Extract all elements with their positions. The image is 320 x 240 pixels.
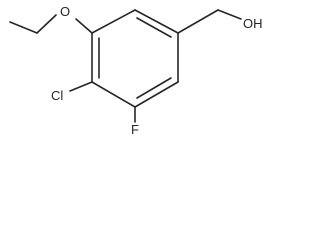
ring-double-bond-1	[136, 17, 172, 38]
oxygen-to-ch2-bond	[36, 14, 57, 34]
molecule-diagram: O Cl F OH	[9, 4, 263, 137]
ring-to-chlorine-bond	[69, 81, 93, 92]
ch2-to-oh-bond	[217, 9, 242, 20]
ring-to-ch2-bond	[177, 9, 219, 34]
ring-bond-3	[134, 81, 179, 108]
ring-to-oxygen-bond	[75, 18, 93, 34]
chloro-group: Cl	[51, 81, 93, 103]
structure-canvas: O Cl F OH	[0, 0, 265, 137]
hydroxyl-label: OH	[243, 16, 263, 31]
ethoxy-group: O	[9, 4, 93, 34]
ring-bond-1	[134, 9, 179, 34]
benzene-ring	[91, 9, 179, 108]
ring-bond-6	[91, 9, 136, 34]
oxygen-label: O	[60, 4, 70, 19]
ring-double-bond-2	[136, 77, 172, 99]
ring-bond-4	[91, 81, 136, 108]
hydroxymethyl-group: OH	[177, 9, 263, 34]
ch2-to-ch3-bond	[9, 21, 38, 34]
fluorine-label: F	[131, 122, 139, 137]
chlorine-label: Cl	[51, 88, 63, 103]
fluoro-group: F	[131, 106, 139, 137]
